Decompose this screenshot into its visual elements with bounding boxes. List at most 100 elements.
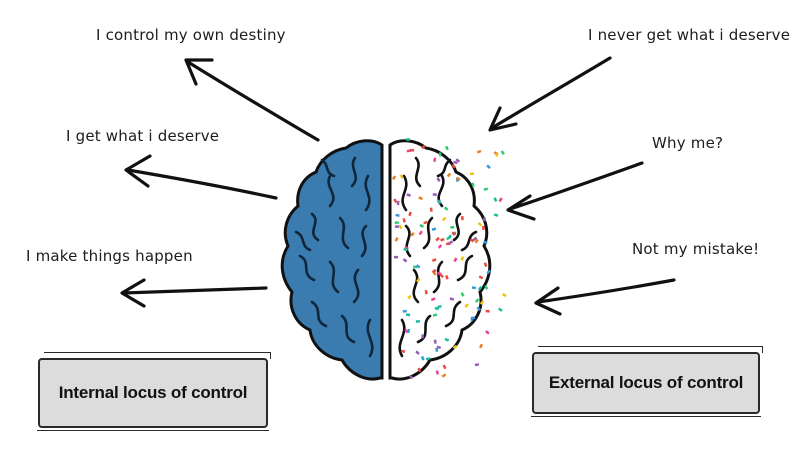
- confetti-piece: [453, 160, 458, 165]
- confetti-piece: [438, 152, 442, 157]
- confetti-piece: [402, 218, 406, 223]
- confetti-piece: [435, 370, 440, 375]
- confetti-piece: [444, 145, 449, 151]
- confetti-piece: [408, 211, 412, 217]
- arrow-internal-1: [184, 58, 320, 142]
- confetti-piece: [474, 363, 480, 367]
- confetti-piece: [424, 290, 428, 295]
- confetti-piece: [483, 187, 489, 191]
- confetti-piece: [391, 175, 397, 181]
- confetti-piece: [455, 158, 461, 163]
- confetti-piece: [395, 213, 400, 217]
- confetti-piece: [500, 150, 505, 156]
- internal-phrase-1: I control my own destiny: [96, 26, 286, 44]
- confetti-piece: [482, 225, 485, 230]
- confetti-piece: [474, 238, 479, 244]
- confetti-piece: [477, 285, 483, 291]
- confetti-piece: [486, 269, 492, 275]
- arrow-external-1: [488, 56, 612, 132]
- confetti-piece: [423, 220, 428, 225]
- confetti-piece: [469, 238, 475, 243]
- confetti-piece: [441, 216, 447, 222]
- confetti-piece: [460, 292, 465, 297]
- confetti-piece: [406, 328, 411, 334]
- confetti-piece: [483, 240, 488, 245]
- confetti-piece: [431, 227, 437, 231]
- confetti-piece: [435, 236, 440, 242]
- brain-right-hemisphere: [388, 138, 507, 381]
- external-locus-box: External locus of control: [531, 346, 763, 417]
- confetti-piece: [477, 222, 483, 227]
- confetti-piece: [437, 271, 442, 276]
- confetti-piece: [435, 347, 439, 352]
- confetti-piece: [446, 172, 452, 178]
- confetti-piece: [418, 196, 423, 201]
- confetti-piece: [494, 152, 499, 158]
- confetti-piece: [403, 247, 408, 252]
- confetti-piece: [402, 258, 408, 263]
- confetti-piece: [407, 294, 412, 300]
- confetti-piece: [398, 224, 403, 230]
- confetti-piece: [415, 264, 421, 269]
- confetti-piece: [433, 157, 437, 162]
- confetti-piece: [393, 198, 398, 204]
- confetti-piece: [478, 275, 484, 280]
- confetti-piece: [448, 240, 454, 245]
- confetti-piece: [449, 297, 455, 301]
- confetti-piece: [400, 349, 406, 353]
- confetti-piece: [483, 217, 486, 222]
- confetti-piece: [455, 176, 461, 181]
- confetti-piece: [498, 197, 503, 203]
- internal-phrase-3: I make things happen: [26, 247, 193, 265]
- confetti-piece: [417, 367, 422, 373]
- confetti-piece: [410, 148, 415, 152]
- confetti-piece: [396, 200, 400, 206]
- confetti-piece: [418, 230, 423, 236]
- confetti-piece: [451, 231, 457, 236]
- confetti-dots: [391, 138, 507, 380]
- confetti-piece: [479, 300, 485, 305]
- external-phrase-2: Why me?: [652, 134, 724, 152]
- confetti-piece: [420, 355, 425, 361]
- confetti-piece: [470, 316, 476, 320]
- confetti-piece: [493, 213, 499, 217]
- confetti-piece: [437, 304, 442, 309]
- confetti-piece: [464, 303, 469, 308]
- confetti-piece: [436, 177, 441, 183]
- confetti-piece: [421, 334, 424, 339]
- confetti-piece: [476, 149, 482, 154]
- confetti-piece: [486, 164, 491, 170]
- confetti-piece: [415, 320, 420, 323]
- confetti-piece: [460, 256, 465, 261]
- confetti-piece: [441, 373, 447, 378]
- confetti-piece: [405, 313, 411, 317]
- confetti-piece: [437, 244, 443, 249]
- external-locus-label: External locus of control: [548, 373, 744, 392]
- confetti-piece: [484, 285, 489, 290]
- confetti-piece: [415, 350, 420, 355]
- arrow-internal-2: [124, 154, 278, 200]
- confetti-piece: [461, 216, 464, 221]
- confetti-piece: [406, 149, 411, 153]
- confetti-piece: [432, 193, 437, 196]
- confetti-piece: [433, 339, 437, 344]
- internal-locus-label: Internal locus of control: [58, 383, 248, 402]
- confetti-piece: [485, 330, 490, 335]
- internal-phrase-2: I get what i deserve: [66, 127, 220, 145]
- confetti-piece: [450, 225, 455, 229]
- confetti-piece: [399, 174, 404, 179]
- confetti-piece: [452, 344, 458, 350]
- confetti-piece: [436, 345, 442, 350]
- confetti-piece: [474, 298, 480, 303]
- confetti-piece: [471, 182, 475, 188]
- confetti-piece: [394, 221, 399, 225]
- confetti-piece: [430, 297, 436, 302]
- confetti-piece: [476, 306, 481, 312]
- confetti-piece: [405, 138, 411, 141]
- confetti-piece: [394, 237, 399, 242]
- confetti-piece: [493, 197, 498, 203]
- confetti-piece: [394, 225, 400, 228]
- arrow-internal-3: [120, 278, 268, 308]
